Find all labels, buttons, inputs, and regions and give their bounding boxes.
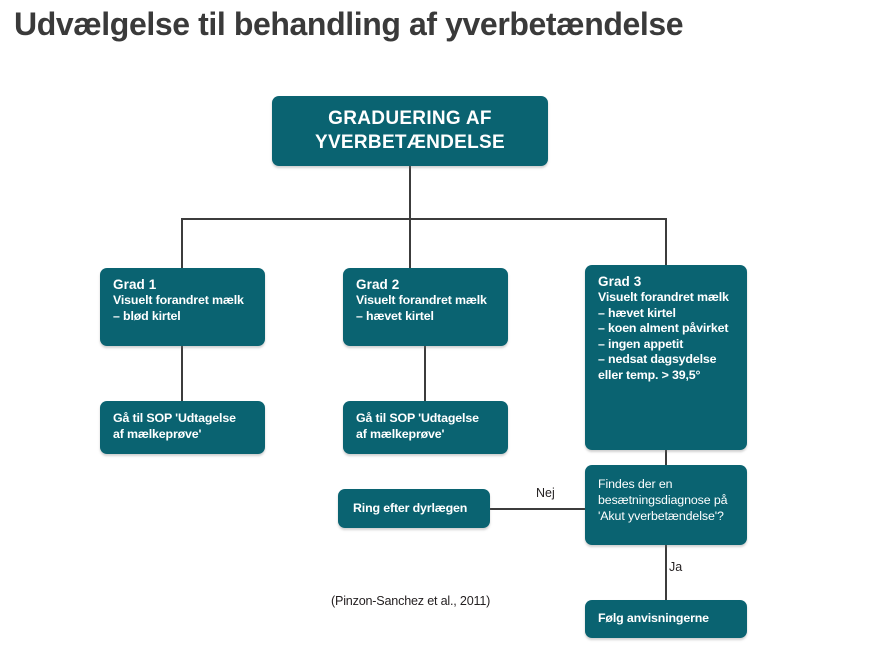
grad1-content: Grad 1 Visuelt forandret mælk – blød kir… [100,268,265,333]
connector-bus-to-grad3 [665,218,667,266]
box-grad-2[interactable]: Grad 2 Visuelt forandret mælk – hævet ki… [343,268,508,346]
box-grad-3[interactable]: Grad 3 Visuelt forandret mælk – hævet ki… [585,265,747,450]
connector-bus-to-grad1 [181,218,183,269]
connector-decision-to-follow [665,544,667,601]
box-foelg-anvisningerne[interactable]: Følg anvisningerne [585,600,747,638]
connector-grad2-to-sop2 [424,345,426,402]
vet-label: Ring efter dyrlægen [353,500,468,515]
grad3-line-4: – ingen appetit [598,336,684,351]
header-line-1: GRADUERING AF [328,108,492,129]
sop1-line-2: af mælkeprøve' [113,426,202,441]
sop2-content: Gå til SOP 'Udtagelse af mælkeprøve' [343,401,508,451]
grad2-title: Grad 2 [356,277,400,292]
grad2-content: Grad 2 Visuelt forandret mælk – hævet ki… [343,268,508,333]
connector-grad1-to-sop1 [181,345,183,402]
grad3-content: Grad 3 Visuelt forandret mælk – hævet ki… [585,265,747,393]
box-graduering-af-yverbetaendelse[interactable]: GRADUERING AF YVERBETÆNDELSE [272,96,548,166]
sop2-line-1: Gå til SOP 'Udtagelse [356,411,479,425]
header-box-text: GRADUERING AF YVERBETÆNDELSE [315,107,505,155]
grad2-line-2: – hævet kirtel [356,308,434,323]
follow-label: Følg anvisningerne [598,611,709,626]
citation-text: (Pinzon-Sanchez et al., 2011) [331,594,491,608]
connector-decision-to-vet [489,508,586,510]
box-sop-udtagelse-af-maelkeproeve-2[interactable]: Gå til SOP 'Udtagelse af mælkeprøve' [343,401,508,454]
decision-line-2: besætningsdiagnose på [598,493,728,508]
page-title: Udvælgelse til behandling af yverbetænde… [14,6,684,42]
sop1-line-1: Gå til SOP 'Udtagelse [113,411,236,425]
grad3-title: Grad 3 [598,274,642,289]
grad3-line-2: – hævet kirtel [598,305,676,320]
decision-line-3: 'Akut yverbetændelse'? [598,509,724,524]
sop2-line-2: af mælkeprøve' [356,426,445,441]
sop1-content: Gå til SOP 'Udtagelse af mælkeprøve' [100,401,265,451]
connector-bus-horizontal [181,218,666,220]
decision-line-1: Findes der en [598,477,673,491]
box-sop-udtagelse-af-maelkeproeve-1[interactable]: Gå til SOP 'Udtagelse af mælkeprøve' [100,401,265,454]
grad3-line-3: – koen alment påvirket [598,321,729,336]
decision-content: Findes der en besætningsdiagnose på 'Aku… [585,465,747,534]
connector-grad3-to-decision [665,449,667,466]
grad1-title: Grad 1 [113,277,157,292]
box-decision-besaetningsdiagnose[interactable]: Findes der en besætningsdiagnose på 'Aku… [585,465,747,545]
grad1-line-1: Visuelt forandret mælk [113,293,244,307]
box-ring-efter-dyrlaegen[interactable]: Ring efter dyrlægen [338,489,490,528]
box-grad-1[interactable]: Grad 1 Visuelt forandret mælk – blød kir… [100,268,265,346]
grad2-line-1: Visuelt forandret mælk [356,293,487,307]
grad3-line-1: Visuelt forandret mælk [598,290,729,304]
header-line-2: YVERBETÆNDELSE [314,132,505,153]
grad3-line-5: – nedsat dagsydelse [598,352,717,367]
follow-content: Følg anvisningerne [585,611,709,627]
edge-label-ja: Ja [669,560,683,574]
grad3-line-6: eller temp. > 39,5° [598,367,701,382]
connector-header-to-bus [409,166,411,219]
grad1-line-2: – blød kirtel [113,308,181,323]
vet-content: Ring efter dyrlægen [338,501,467,517]
connector-bus-to-grad2 [409,218,411,269]
edge-label-nej: Nej [536,486,555,500]
